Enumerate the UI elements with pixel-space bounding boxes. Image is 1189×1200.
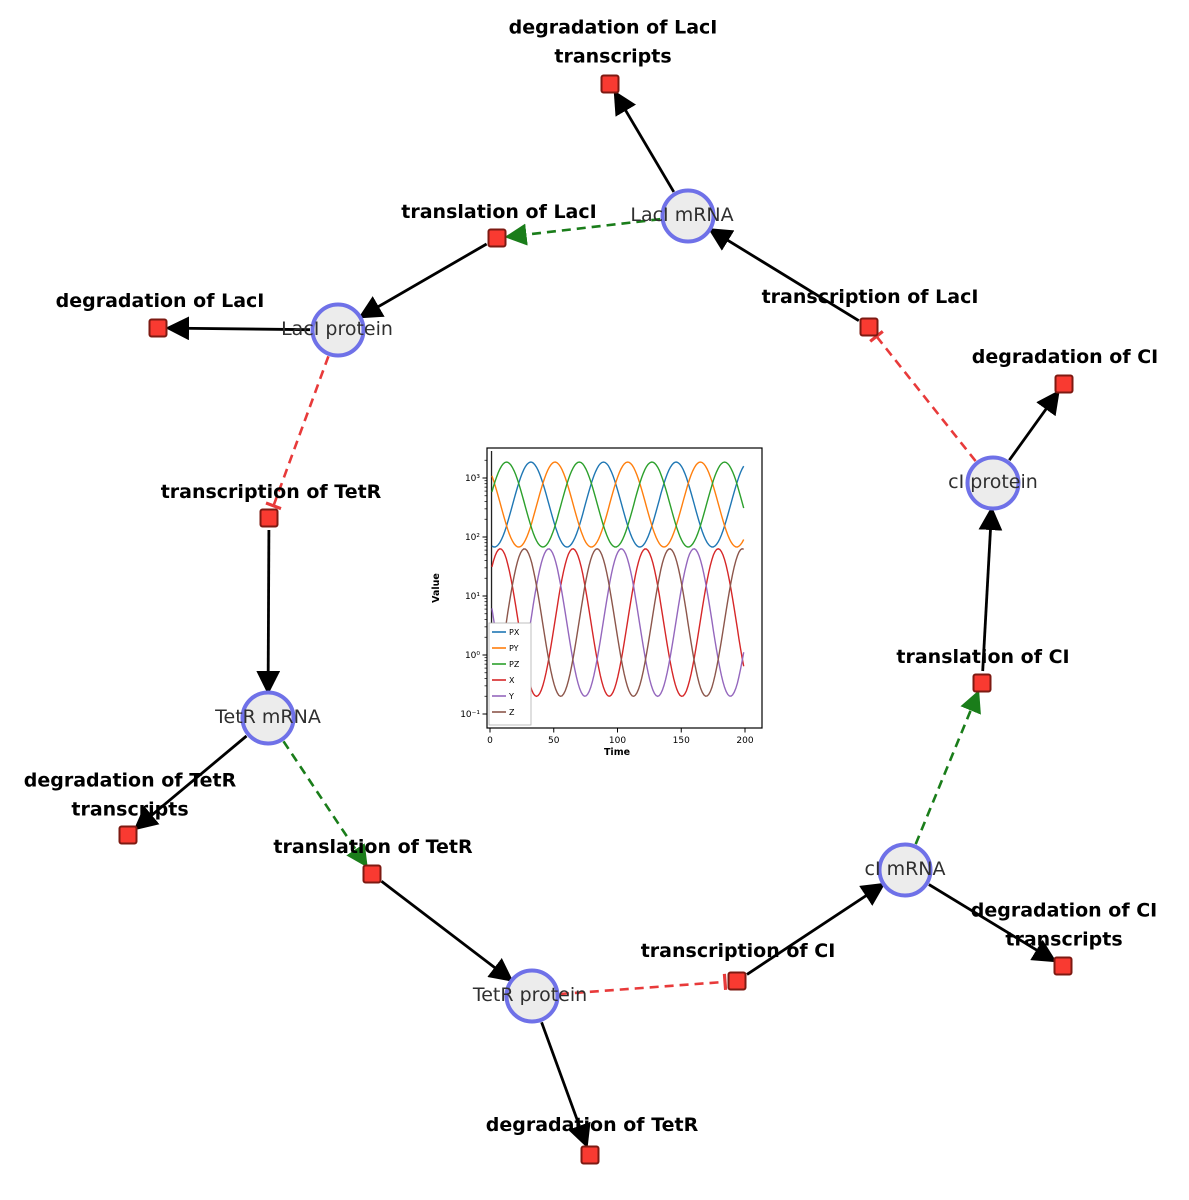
reaction-node-translation-ci[interactable] [972, 673, 992, 693]
edge-tetrmrna-to-degtetrtranscripts [133, 734, 248, 831]
reaction-label-transcription-tetr: transcription of TetR [160, 481, 382, 503]
series-line-Y [491, 548, 745, 698]
edge-translationtetr-to-tetrprotein [380, 880, 514, 982]
edge-transcriptionci-to-cimrna [746, 882, 886, 976]
edge-tetrmrna-to-translationtetr [282, 740, 368, 868]
x-axis-label: Time [604, 747, 630, 758]
edge-transcriptionlaci-to-lacimrna [707, 228, 860, 322]
species-node-laci-mrna[interactable] [660, 188, 716, 244]
species-label-laci-protein: LacI protein [281, 318, 393, 340]
reaction-node-degradation-laci[interactable] [148, 318, 168, 338]
edge-tetrprotein-to-degtetr [540, 1021, 591, 1149]
y-tick-label: 10⁻¹ [460, 710, 480, 720]
legend-label-PY: PY [509, 644, 519, 653]
reaction-label-degradation-laci-transcripts: degradation of LacI transcripts [508, 16, 718, 68]
species-node-tetr-mrna[interactable] [240, 690, 296, 746]
series-line-PY [491, 461, 745, 548]
reaction-node-degradation-ci-transcripts[interactable] [1053, 956, 1073, 976]
inhibition-tee [869, 330, 884, 343]
chart-legend [488, 622, 532, 726]
legend-label-X: X [509, 676, 515, 685]
edge-laciprotein-inhibits-transcriptiontetr [272, 355, 330, 507]
reaction-label-degradation-ci: degradation of CI [971, 346, 1159, 368]
edge-lacimrna-to-translationlaci [504, 217, 661, 246]
reaction-node-degradation-tetr[interactable] [580, 1145, 600, 1165]
legend-label-Y: Y [508, 692, 514, 701]
reaction-node-translation-tetr[interactable] [362, 864, 382, 884]
species-label-tetr-protein: TetR protein [472, 984, 588, 1006]
reaction-label-transcription-ci: transcription of CI [640, 940, 836, 962]
reaction-node-transcription-tetr[interactable] [259, 508, 279, 528]
edge-laciprotein-to-deglaci [165, 316, 311, 341]
reaction-node-translation-laci[interactable] [487, 228, 507, 248]
species-node-ci-protein[interactable] [965, 455, 1021, 511]
x-tick-label: 50 [548, 736, 560, 746]
plot-frame [486, 447, 763, 729]
species-node-ci-mrna[interactable] [877, 842, 933, 898]
reaction-node-degradation-laci-transcripts[interactable] [600, 74, 620, 94]
reaction-label-transcription-laci: transcription of LacI [761, 286, 979, 308]
reaction-label-degradation-tetr-transcripts: degradation of TetR transcripts [23, 769, 237, 821]
x-tick-label: 100 [609, 736, 626, 746]
species-label-ci-protein: cI protein [948, 471, 1038, 493]
reaction-label-degradation-ci-transcripts: degradation of CI transcripts [970, 899, 1158, 951]
x-tick-label: 150 [673, 736, 690, 746]
reaction-label-translation-tetr: translation of TetR [273, 836, 473, 858]
reaction-label-degradation-laci: degradation of LacI [55, 290, 265, 312]
edge-ciprotein-to-degci [1008, 389, 1060, 462]
species-label-ci-mrna: cI mRNA [864, 858, 946, 880]
edge-lacimrna-to-deglacitranscripts [613, 90, 676, 193]
reaction-node-transcription-ci[interactable] [727, 971, 747, 991]
y-axis-label: Value [431, 573, 442, 603]
series-line-PZ [491, 461, 745, 548]
species-node-laci-protein[interactable] [310, 302, 366, 358]
edge-translationlaci-to-laciprotein [358, 242, 488, 319]
x-tick-label: 0 [487, 736, 493, 746]
x-tick-label: 200 [736, 736, 753, 746]
reaction-label-degradation-tetr: degradation of TetR [485, 1114, 699, 1136]
species-node-tetr-protein[interactable] [504, 968, 560, 1024]
legend-label-PX: PX [509, 628, 520, 637]
reaction-node-degradation-tetr-transcripts[interactable] [118, 825, 138, 845]
y-tick-label: 10³ [465, 474, 480, 484]
species-label-laci-mrna: LacI mRNA [630, 204, 734, 226]
edge-translationci-to-ciprotein [978, 506, 1003, 672]
reaction-label-translation-laci: translation of LacI [401, 201, 597, 223]
edge-transcriptiontetr-to-tetrmrna [256, 529, 281, 695]
y-tick-label: 10⁰ [465, 651, 480, 661]
inhibition-tee [265, 501, 282, 511]
edge-cimrna-to-translationci [914, 690, 981, 845]
series-line-X [491, 548, 745, 698]
edge-cimrna-to-degcitranscripts [928, 883, 1057, 963]
species-label-tetr-mrna: TetR mRNA [215, 706, 321, 728]
series-line-Z [491, 548, 744, 698]
legend-label-Z: Z [509, 708, 515, 717]
reaction-node-transcription-laci[interactable] [859, 317, 879, 337]
series-line-PX [491, 461, 745, 548]
y-tick-label: 10² [465, 533, 480, 543]
y-tick-label: 10¹ [465, 592, 480, 602]
edge-ciprotein-inhibits-transcriptionlaci [875, 335, 977, 462]
inhibition-tee [722, 973, 728, 991]
reaction-node-degradation-ci[interactable] [1054, 374, 1074, 394]
legend-label-PZ: PZ [509, 660, 520, 669]
edge-tetrprotein-inhibits-transcriptionci [559, 980, 726, 996]
reaction-label-translation-ci: translation of CI [896, 646, 1070, 668]
